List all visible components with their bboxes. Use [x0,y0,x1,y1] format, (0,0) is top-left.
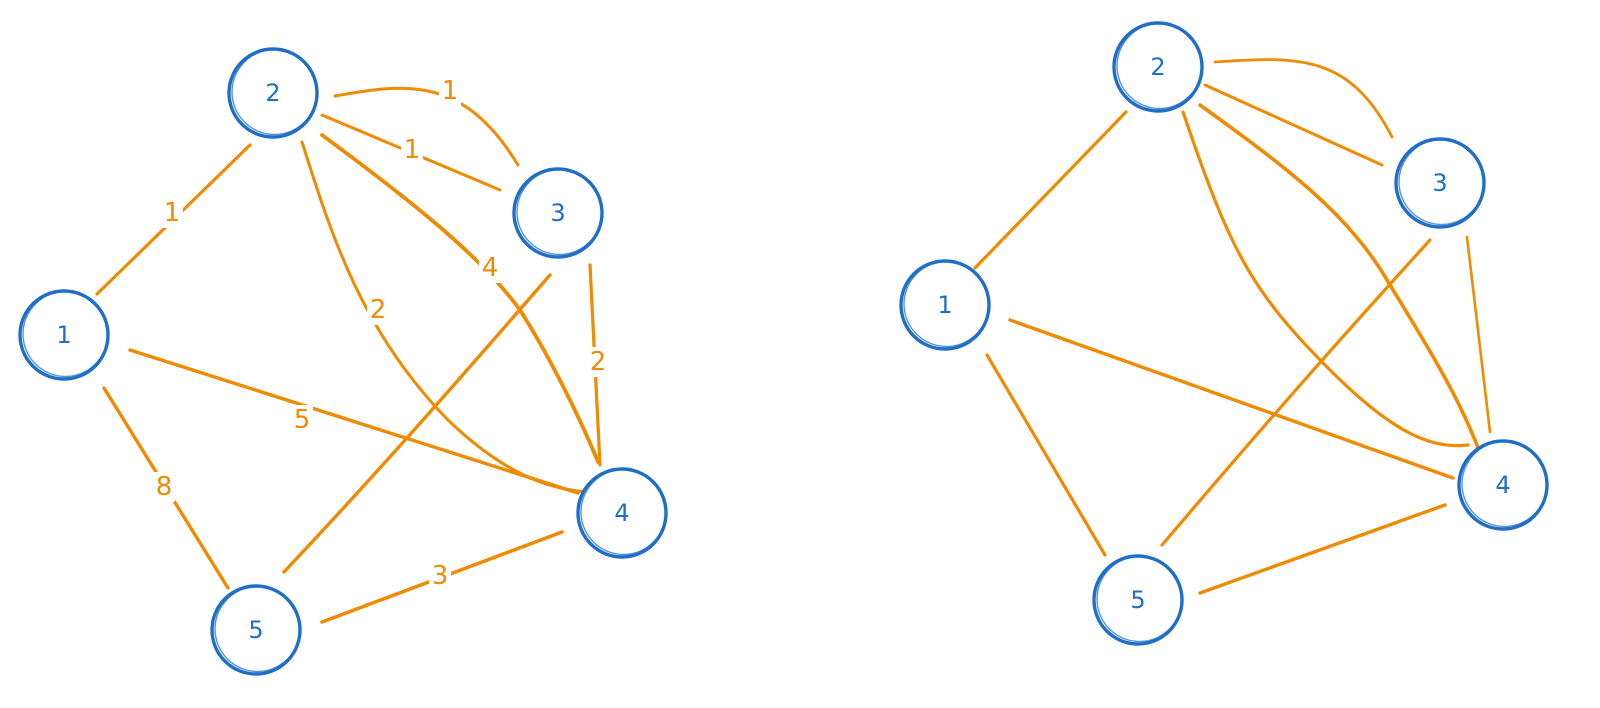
edge-2-4 [320,133,600,464]
node-4-sketch-ring [580,468,667,556]
node-5-label: 5 [1130,586,1145,614]
edge-weight-label: 1 [164,198,181,228]
node-2-label: 2 [1150,53,1165,81]
weight-label-background [439,76,461,106]
edge-weight-label: 1 [442,76,459,106]
edge-2-3 [1213,58,1394,139]
edge-1-4 [128,348,580,495]
edge-3-4 [1465,235,1492,434]
node-4-label: 4 [614,499,629,527]
edge-1-5 [985,353,1107,557]
node-5-sketch-ring [214,585,301,673]
edge-1-2 [973,110,1128,270]
edge-5-4 [1198,503,1447,595]
node-3-sketch-ring [1398,138,1485,226]
weight-label-background [401,135,423,165]
node-5-label: 5 [248,616,263,644]
node-1-sketch-ring [903,260,990,348]
edge-2-4 [1198,103,1480,450]
weight-label-background [291,405,313,435]
weight-label-background [479,253,501,283]
node-2-sketch-ring [1116,22,1203,110]
node-2-label: 2 [265,79,280,107]
edge-1-4 [1008,318,1455,480]
node-2-sketch-ring [231,48,318,136]
edge-2-3 [333,86,520,167]
weight-label-background [587,347,609,377]
edge-2-4 [1181,110,1470,448]
edge-3-5 [282,273,552,574]
node-3-label: 3 [1432,169,1447,197]
graph-unweighted: 1 2 3 4 5 [899,21,1549,646]
node-4-label: 4 [1495,471,1510,499]
edge-weight-label: 8 [156,472,173,502]
edge-weight-label: 5 [294,405,311,435]
weight-label-background [367,295,389,325]
node-3-label: 3 [550,199,565,227]
node-1-sketch-ring [22,290,109,378]
edge-weight-label: 2 [370,295,387,325]
edge-weight-label: 4 [482,253,499,283]
node-3-sketch-ring [516,168,603,256]
edge-3-5 [1160,238,1432,547]
node-1-label: 1 [937,291,952,319]
edge-weight-label: 2 [590,347,607,377]
weight-label-background [161,198,183,228]
weight-label-background [153,472,175,502]
edge-weight-label: 3 [432,561,449,591]
node-5-sketch-ring [1096,555,1183,643]
node-1-label: 1 [56,321,71,349]
weight-label-background [429,561,451,591]
edge-2-3 [1203,83,1384,167]
node-4-sketch-ring [1461,440,1548,528]
edge-weight-label: 1 [404,135,421,165]
